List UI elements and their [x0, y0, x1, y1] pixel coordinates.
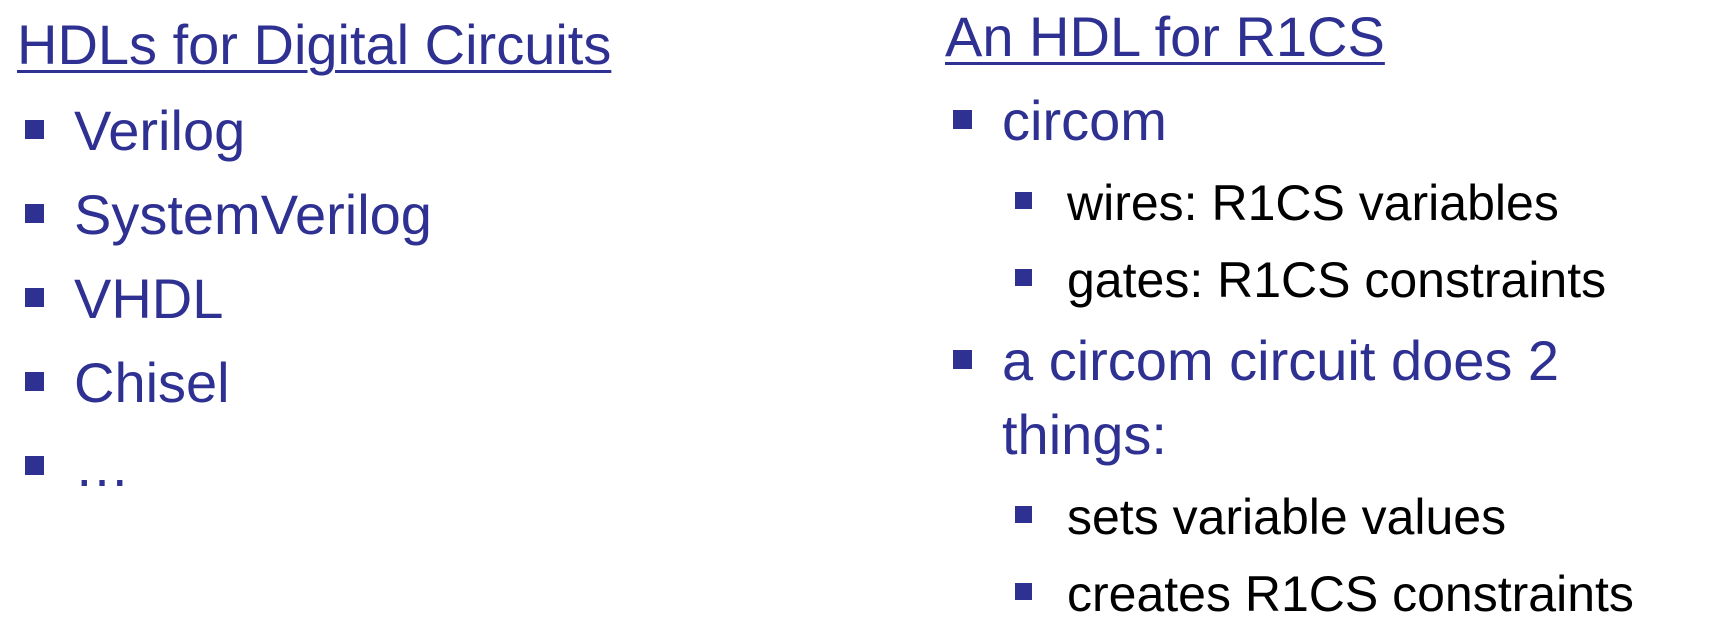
list-item-label-line-1: a circom circuit does 2 [1002, 329, 1560, 392]
list-item-label: … [74, 435, 130, 498]
heading-hdl-for-r1cs: An HDL for R1CS [945, 5, 1385, 68]
list-item-label: wires: R1CS variables [1067, 175, 1559, 231]
list-item-label: creates R1CS constraints [1067, 566, 1634, 622]
square-bullet-icon [25, 372, 44, 391]
list-item-label: sets variable values [1067, 489, 1507, 545]
heading-hdls-digital-circuits: HDLs for Digital Circuits [17, 13, 612, 76]
list-item-label-line-2: things: [1002, 403, 1167, 466]
square-bullet-icon [25, 288, 44, 307]
square-bullet-icon [25, 456, 44, 475]
square-bullet-icon [1015, 269, 1032, 286]
list-item-label: circom [1002, 89, 1167, 152]
square-bullet-icon [25, 120, 44, 139]
square-bullet-icon [1015, 506, 1032, 523]
list-item-label: SystemVerilog [74, 183, 432, 246]
square-bullet-icon [25, 204, 44, 223]
list-item-label: Chisel [74, 351, 230, 414]
square-bullet-icon [1015, 583, 1032, 600]
list-item-label: VHDL [74, 267, 224, 330]
square-bullet-icon [953, 350, 972, 369]
list-item-label: gates: R1CS constraints [1067, 252, 1607, 308]
square-bullet-icon [1015, 192, 1032, 209]
square-bullet-icon [953, 110, 972, 129]
list-item-label: Verilog [74, 99, 246, 162]
